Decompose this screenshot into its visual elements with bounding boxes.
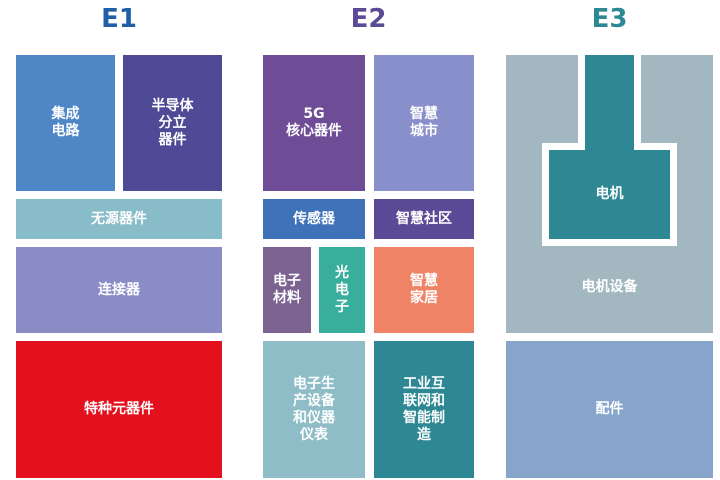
block-sensors: 传感器 bbox=[263, 199, 365, 239]
label-motor: 电机 bbox=[595, 186, 624, 202]
block-motor: 电机 bbox=[549, 150, 670, 239]
label-industrial-internet: 工业互 联网和 智能制 造 bbox=[403, 375, 445, 443]
motor-equipment-text-area: 电机设备 bbox=[506, 262, 713, 312]
block-semiconductor-discrete: 半导体 分立 器件 bbox=[123, 55, 222, 191]
block-photonics: 光 电 子 bbox=[319, 247, 365, 333]
header-e1: E1 bbox=[101, 4, 137, 34]
label-sensors: 传感器 bbox=[293, 210, 335, 227]
header-e2: E2 bbox=[350, 4, 387, 34]
block-electronic-materials: 电子 材料 bbox=[263, 247, 311, 333]
block-connectors: 连接器 bbox=[16, 247, 222, 333]
block-passive-components: 无源器件 bbox=[16, 199, 222, 239]
block-smart-city: 智慧 城市 bbox=[374, 55, 474, 191]
block-industrial-internet: 工业互 联网和 智能制 造 bbox=[374, 341, 474, 478]
label-accessories: 配件 bbox=[595, 401, 624, 417]
label-smart-home: 智慧 家居 bbox=[410, 273, 438, 306]
label-electronic-materials: 电子 材料 bbox=[273, 273, 301, 306]
label-passive-components: 无源器件 bbox=[91, 210, 147, 227]
block-5g-core: 5G 核心器件 bbox=[263, 55, 365, 191]
label-photonics: 光 电 子 bbox=[335, 264, 349, 315]
block-accessories: 配件 bbox=[506, 341, 713, 478]
label-smart-community: 智慧社区 bbox=[396, 210, 452, 227]
label-5g-core: 5G 核心器件 bbox=[286, 106, 342, 139]
block-smart-home: 智慧 家居 bbox=[374, 247, 474, 333]
block-special-components: 特种元器件 bbox=[16, 341, 222, 478]
label-special-components: 特种元器件 bbox=[84, 401, 154, 417]
label-semiconductor-discrete: 半导体 分立 器件 bbox=[151, 97, 194, 148]
label-production-equipment: 电子生 产设备 和仪器 仪表 bbox=[293, 375, 335, 443]
label-connectors: 连接器 bbox=[98, 281, 140, 298]
label-motor-equipment: 电机设备 bbox=[581, 278, 638, 295]
block-smart-community: 智慧社区 bbox=[374, 199, 474, 239]
block-production-equipment: 电子生 产设备 和仪器 仪表 bbox=[263, 341, 365, 478]
motor-stem bbox=[585, 55, 634, 150]
label-integrated-circuit: 集成 电路 bbox=[51, 106, 80, 139]
label-smart-city: 智慧 城市 bbox=[410, 106, 438, 139]
block-integrated-circuit: 集成 电路 bbox=[16, 55, 115, 191]
header-e3: E3 bbox=[591, 4, 628, 34]
